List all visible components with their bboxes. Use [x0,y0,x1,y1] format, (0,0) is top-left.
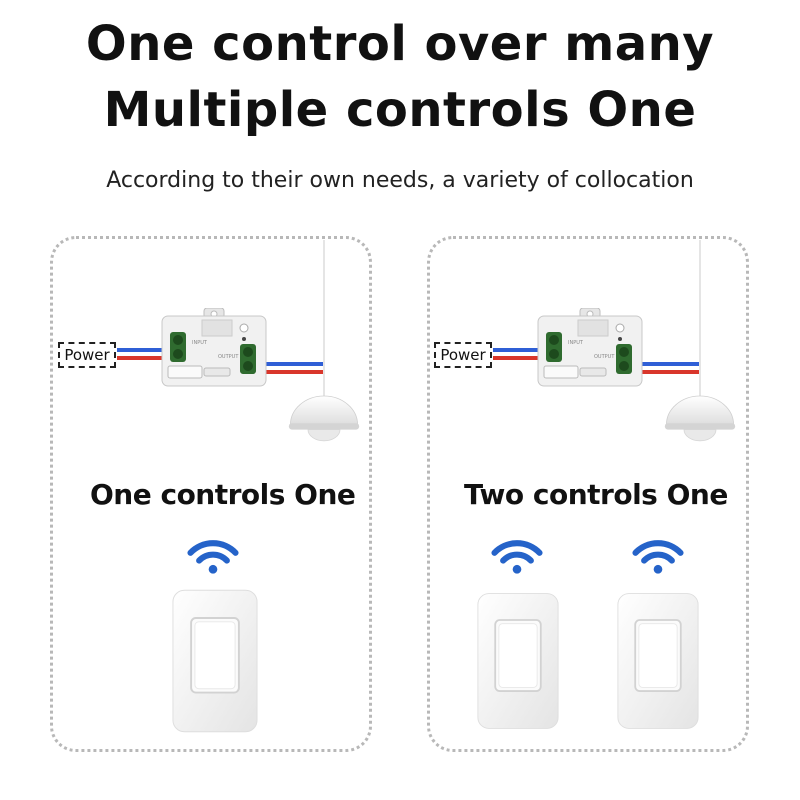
power-label-1: Power [58,342,116,368]
panel-one-controls-one [50,236,372,752]
wires-output-1 [258,240,325,400]
wires-output-2 [634,240,701,400]
pendant-lamp-2 [664,395,736,442]
wires-input-1 [117,348,170,360]
caption-one-controls-one: One controls One [90,478,356,511]
wall-switch-2a[interactable] [477,592,559,730]
power-label-2: Power [434,342,492,368]
caption-two-controls-one: Two controls One [464,478,728,511]
wifi-icon [635,543,680,573]
wall-switch-1[interactable] [172,589,258,733]
receiver-module-1 [161,308,267,387]
title-line-1: One control over many [85,16,715,72]
wifi-icon [494,543,539,573]
wifi-icon [190,543,235,573]
subtitle: According to their own needs, a variety … [106,168,694,193]
receiver-module-2 [537,308,643,387]
wires-input-2 [493,348,546,360]
wall-switch-2b[interactable] [617,592,699,730]
title-line-2: Multiple controls One [103,82,697,138]
pendant-lamp-1 [288,395,360,442]
panel-two-controls-one [427,236,749,752]
